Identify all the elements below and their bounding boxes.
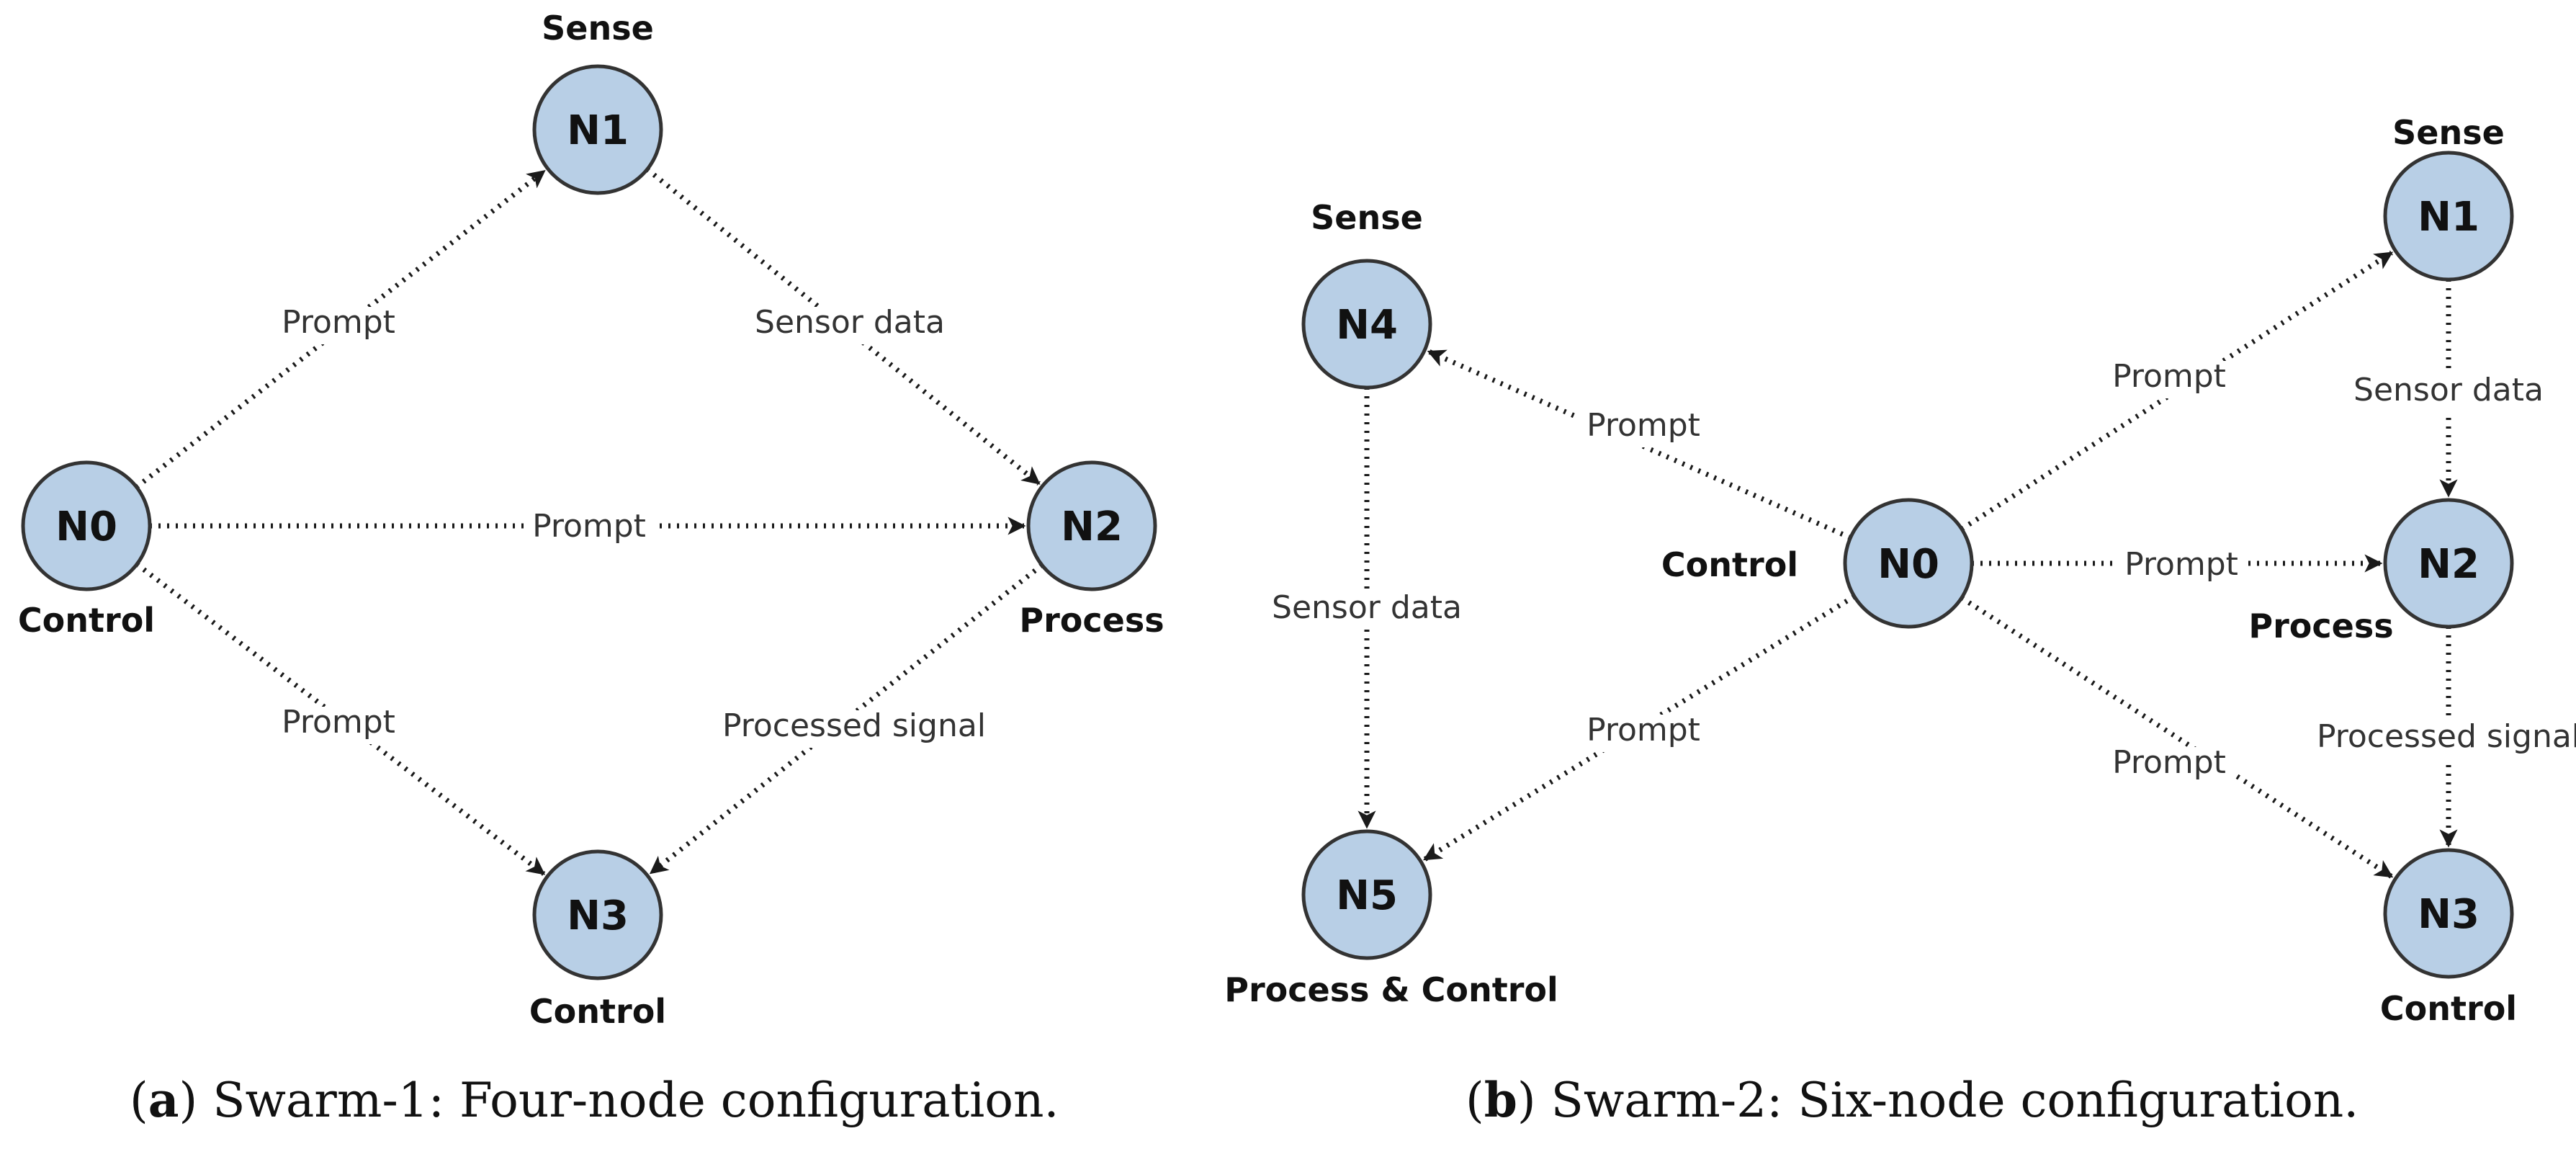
panel-a-node-circle-n3	[532, 849, 663, 980]
panel-a-node-id-n3: N3	[567, 893, 629, 939]
panel-b-nodes: N0ControlN1SenseN2ProcessN3ControlN4Sens…	[1224, 113, 2517, 1028]
caption-b: (b) Swarm-2: Six-node configuration.	[1466, 1072, 2359, 1128]
panel-a-node-role-n0: Control	[18, 601, 155, 640]
panel-b-edge-label-n0-n3: Prompt	[2112, 744, 2226, 781]
panel-a-edge-label-bg	[274, 707, 403, 744]
panel-a-node-id-n1: N1	[567, 107, 629, 154]
panel-b-node-n0: N0 Control	[1661, 498, 1974, 629]
panel-b-edge-label-n0-n1: Prompt	[2112, 358, 2226, 395]
panel-b-node-role-n1: Sense	[2392, 113, 2505, 152]
panel-b-edge-label-bg	[2117, 549, 2246, 586]
panel-b-node-n4: N4 Sense	[1301, 198, 1432, 390]
panel-b-node-id-n3: N3	[2418, 891, 2479, 938]
panel-a-edge-label-bg	[740, 307, 960, 344]
panel-b-edge-label-n0-n4: Prompt	[1587, 407, 1700, 444]
panel-a-node-role-n3: Control	[529, 992, 666, 1031]
panel-a-edge-label-n0-n2: Prompt	[532, 508, 646, 545]
panel-b-node-id-n4: N4	[1336, 302, 1398, 349]
panel-b-node-role-n0: Control	[1661, 545, 1798, 584]
panel-b-edge-label-n0-n2: Prompt	[2124, 546, 2238, 583]
panel-b-edge-label-bg	[2294, 721, 2576, 759]
panel-b-edge-label-bg	[2104, 747, 2234, 784]
panel-b-edge-label-n0-n5: Prompt	[1587, 712, 1700, 748]
panel-b-edge-label-n1-n2: Sensor data	[2353, 372, 2544, 408]
panel-a-node-circle-n1	[532, 64, 663, 195]
panel-a-edge-label-bg	[524, 511, 654, 548]
panel-a-node-role-n1: Sense	[542, 9, 654, 48]
panel-b-edge-label-bg	[2338, 375, 2559, 412]
panel-b-node-role-n2: Process	[2248, 607, 2393, 645]
panel-b-node-circle-n5	[1301, 829, 1432, 960]
panel-b-node-circle-n1	[2383, 151, 2514, 282]
panel-b-edge-label-bg	[2104, 361, 2234, 398]
panel-b-node-circle-n4	[1301, 259, 1432, 390]
panel-a-edge-label-bg	[274, 307, 403, 344]
panel-b-node-id-n5: N5	[1336, 872, 1398, 919]
panel-b-node-id-n1: N1	[2418, 194, 2479, 241]
panel-b-node-role-n5: Process & Control	[1224, 970, 1558, 1009]
caption-a-letter: a	[148, 1072, 179, 1128]
panel-b-node-n1: N1 Sense	[2383, 113, 2514, 282]
caption-b-text: Swarm-2: Six-node configuration.	[1550, 1073, 2359, 1128]
panel-a-node-id-n0: N0	[55, 504, 117, 550]
panel-a-node-role-n2: Process	[1019, 601, 1164, 640]
caption-a: (a) Swarm-1: Four-node configuration.	[130, 1072, 1059, 1128]
caption-b-letter: b	[1484, 1072, 1517, 1128]
panel-b-edge-label-n4-n5: Sensor data	[1272, 589, 1462, 626]
panel-a-edge-label-n2-n3: Processed signal	[722, 707, 986, 744]
panel-a-edge-label-n0-n3: Prompt	[282, 704, 395, 741]
panel-b-edge-label-bg	[1579, 410, 1708, 447]
panel-b-node-circle-n3	[2383, 848, 2514, 979]
panel-a-node-id-n2: N2	[1061, 504, 1123, 550]
panel-a-edge-label-bg	[699, 710, 1009, 748]
panel-b-node-circle-n2	[2383, 498, 2514, 629]
panel-b-node-id-n2: N2	[2418, 541, 2479, 588]
panel-a-edge-label-n0-n1: Prompt	[282, 304, 395, 341]
panel-a-node-circle-n2	[1026, 460, 1157, 591]
panel-b-edge-label-bg	[1257, 592, 1477, 630]
caption-a-text: Swarm-1: Four-node configuration.	[212, 1073, 1059, 1128]
panel-b-edge-label-bg	[1579, 715, 1708, 752]
panel-b-node-role-n4: Sense	[1311, 198, 1423, 237]
panel-a-node-n1: N1 Sense	[532, 9, 663, 195]
panel-a-edge-label-n1-n2: Sensor data	[755, 304, 945, 341]
panel-b-node-circle-n0	[1843, 498, 1974, 629]
panel-b-node-role-n3: Control	[2380, 989, 2517, 1028]
panel-b-node-id-n0: N0	[1877, 541, 1939, 588]
panel-a-node-circle-n0	[21, 460, 152, 591]
panel-b-edge-label-n2-n3: Processed signal	[2317, 718, 2576, 755]
